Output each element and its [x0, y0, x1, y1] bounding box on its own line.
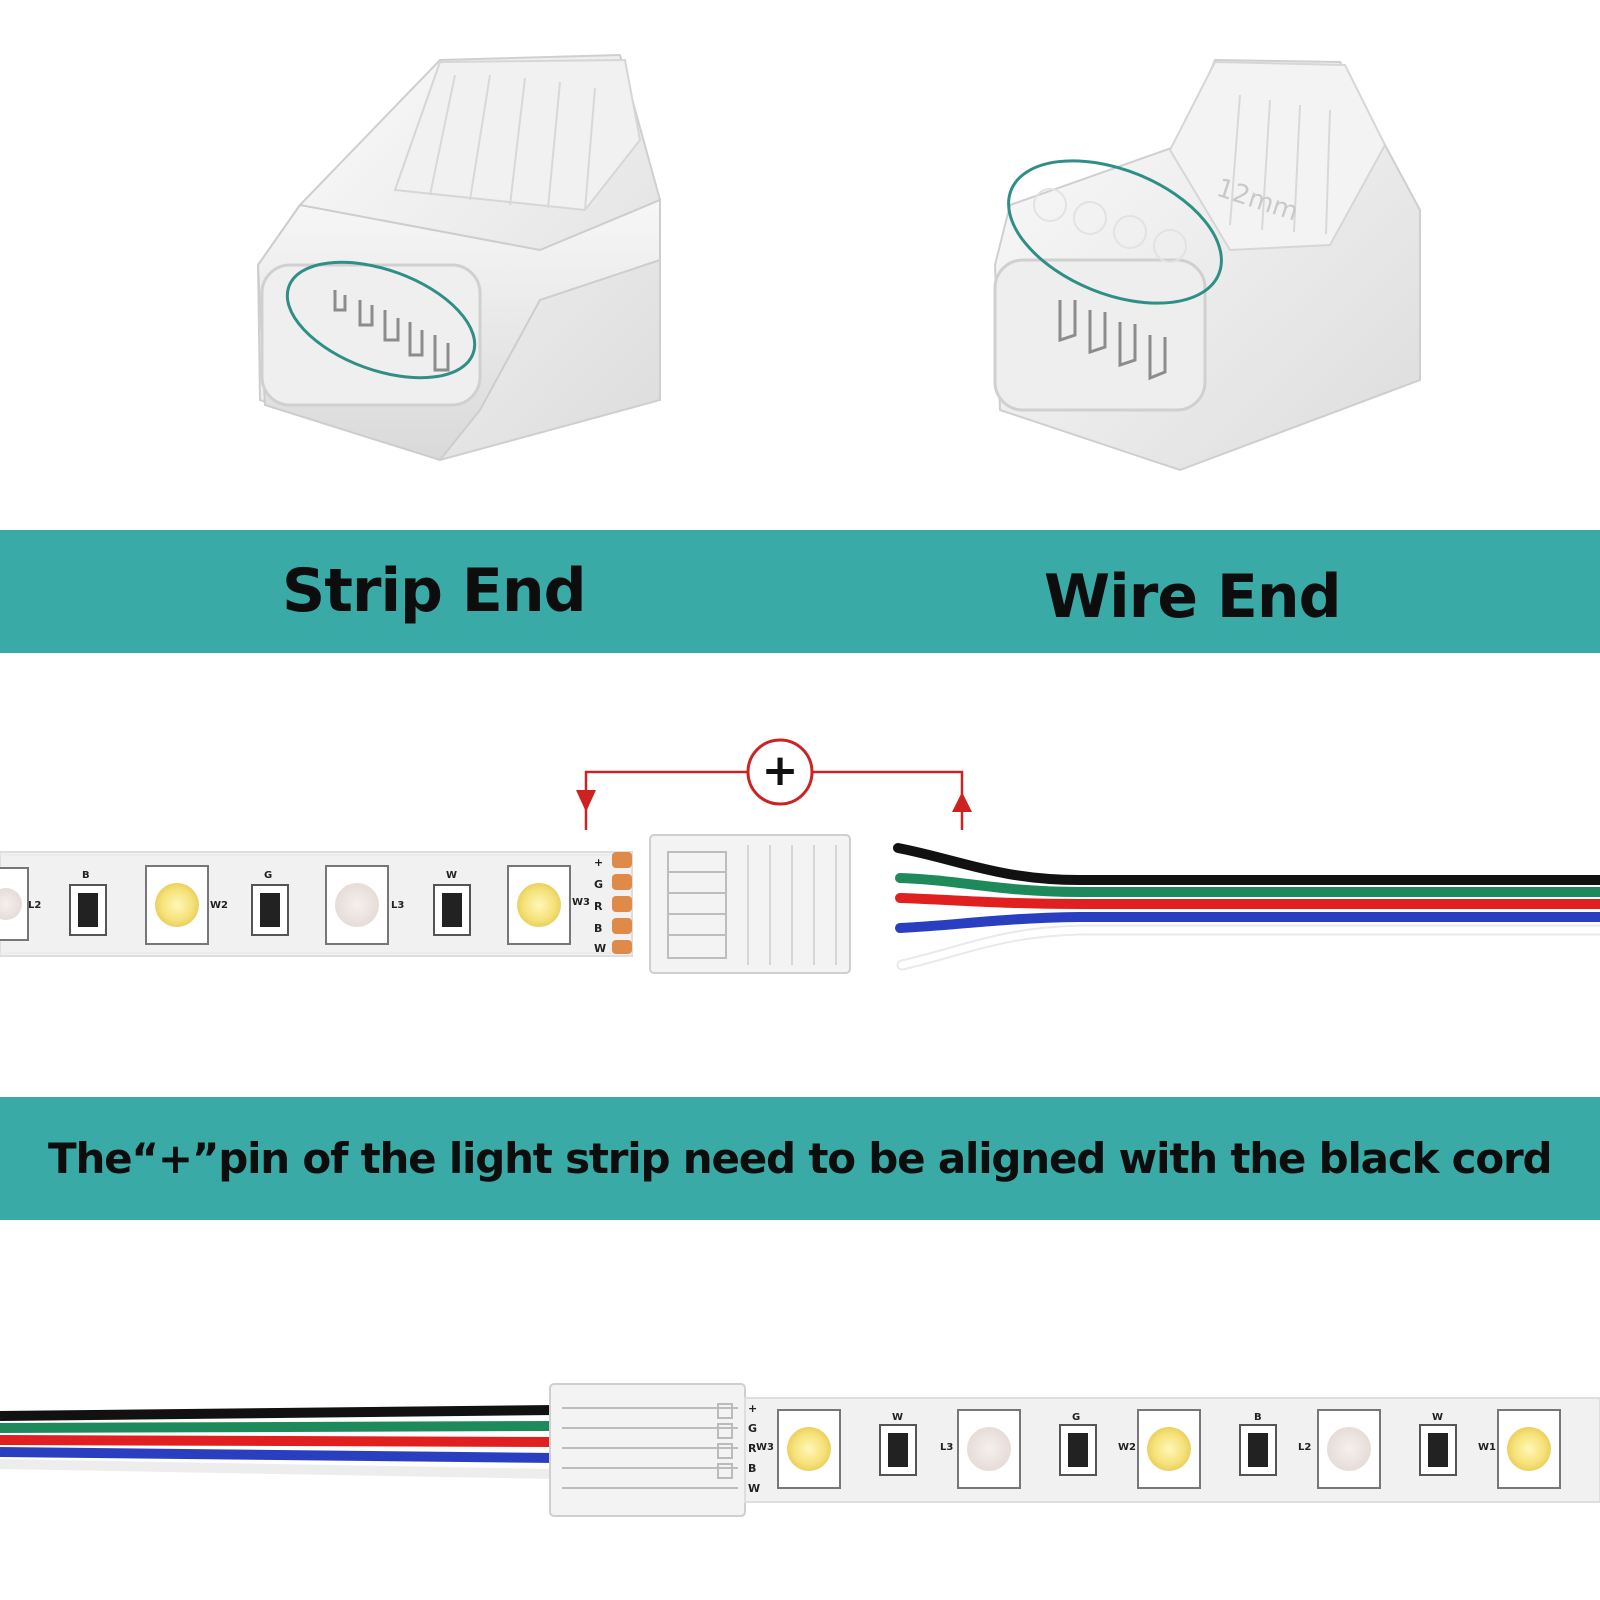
- led-chip: [325, 865, 389, 945]
- arrow-heads: [576, 790, 972, 812]
- pad-label: +: [748, 1402, 757, 1415]
- end-labels-banner: [0, 530, 1600, 653]
- resistor: [1059, 1424, 1097, 1476]
- pad-label: R: [594, 900, 603, 913]
- pad-label: B: [594, 922, 602, 935]
- strip-mark: L3: [391, 900, 404, 911]
- copper-pads: [612, 852, 632, 954]
- strip-mark: W: [1432, 1412, 1443, 1423]
- led-chip: [957, 1409, 1021, 1489]
- pad-label: G: [594, 878, 603, 891]
- pad-label: B: [748, 1462, 756, 1475]
- strip-mark: W3: [756, 1442, 774, 1453]
- led-chip: [777, 1409, 841, 1489]
- pad-label: W: [748, 1482, 760, 1495]
- bottom-connector: [549, 1383, 746, 1517]
- strip-mark: W2: [210, 900, 228, 911]
- resistor: [1239, 1424, 1277, 1476]
- resistor: [1419, 1424, 1457, 1476]
- strip-mark: G: [1072, 1412, 1080, 1423]
- strip-mark: W3: [572, 897, 590, 908]
- resistor: [433, 884, 471, 936]
- led-strip-top: L2 B W2 G L3 W W3 + G R B W: [0, 851, 633, 957]
- resistor: [69, 884, 107, 936]
- strip-mark: B: [82, 870, 90, 881]
- led-chip: [1497, 1409, 1561, 1489]
- resistor: [879, 1424, 917, 1476]
- pad-label: G: [748, 1422, 757, 1435]
- strip-end-label: Strip End: [282, 556, 587, 626]
- instruction-banner: [0, 1097, 1600, 1220]
- instruction-text: The“+”pin of the light strip need to be …: [48, 1134, 1553, 1183]
- strip-mark: W: [446, 870, 457, 881]
- pad-label: W: [594, 942, 606, 955]
- led-strip-bottom: W3 W L3 G W2 B L2 W W1 + G R B W: [744, 1397, 1600, 1503]
- strip-mark: W2: [1118, 1442, 1136, 1453]
- strip-mark: W: [892, 1412, 903, 1423]
- wire-end-connector: 12mm: [993, 58, 1421, 472]
- led-chip: [0, 867, 29, 941]
- strip-mark: W1: [1478, 1442, 1496, 1453]
- led-chip: [507, 865, 571, 945]
- wire-bundle-top: [893, 843, 1600, 971]
- strip-mark: B: [1254, 1412, 1262, 1423]
- pad-label: R: [748, 1442, 757, 1455]
- plus-sign: +: [761, 745, 799, 796]
- strip-mark: L2: [1298, 1442, 1311, 1453]
- resistor: [251, 884, 289, 936]
- wire-bundle-bottom: [0, 1405, 556, 1479]
- led-chip: [145, 865, 209, 945]
- wire-end-label: Wire End: [1044, 562, 1342, 632]
- pad-label: +: [594, 856, 603, 869]
- led-chip: [1317, 1409, 1381, 1489]
- led-chip: [1137, 1409, 1201, 1489]
- strip-mark: G: [264, 870, 272, 881]
- strip-end-connector: [256, 53, 661, 462]
- strip-mark: L3: [940, 1442, 953, 1453]
- strip-mark: L2: [28, 900, 41, 911]
- middle-connector: [649, 834, 851, 974]
